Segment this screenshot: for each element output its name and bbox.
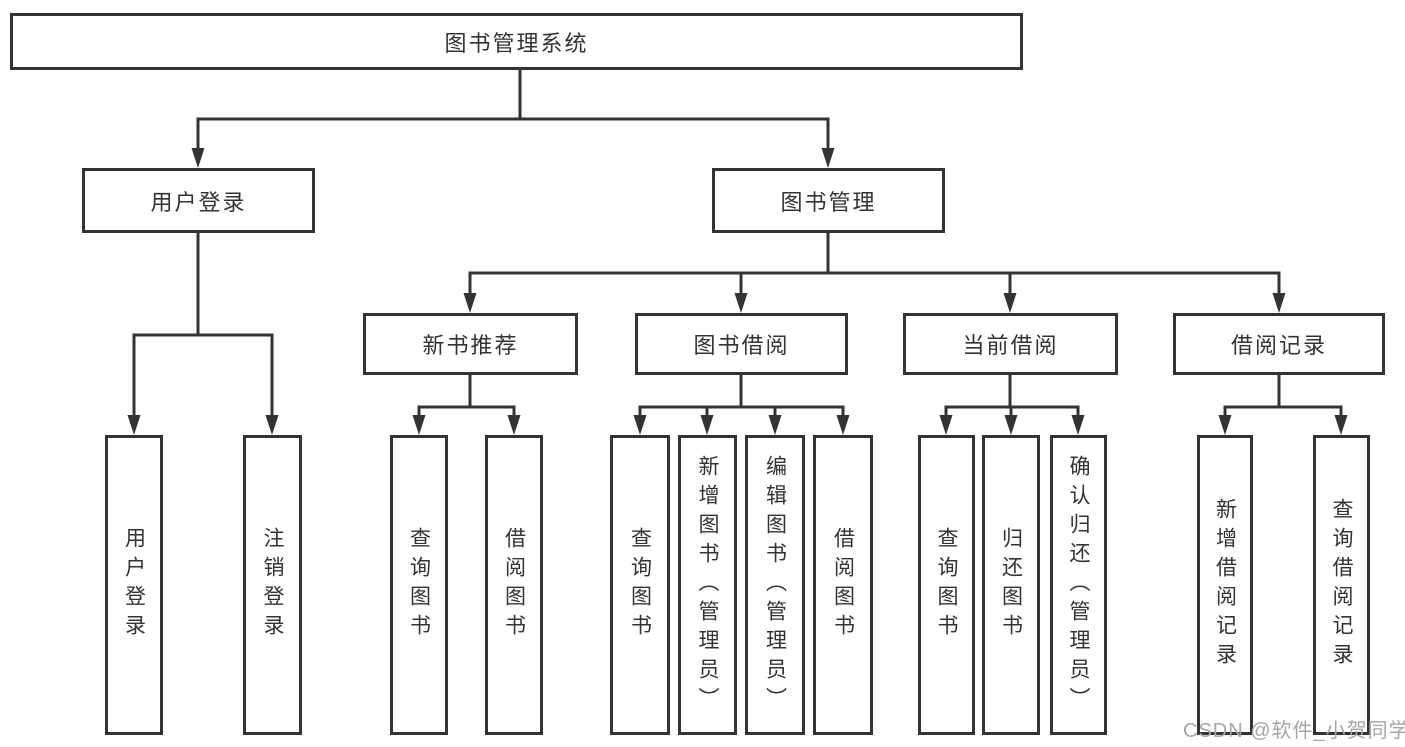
arrow-down-icon: [734, 293, 748, 313]
node-label: 图书管理系统: [444, 30, 589, 56]
node-library-management-system: 图书管理系统: [10, 13, 1023, 70]
node-label: 借阅图书: [502, 527, 526, 643]
leaf-logout: 注销登录: [243, 435, 302, 735]
leaf-return-books: 归还图书: [982, 435, 1040, 735]
node-label: 图书管理: [780, 189, 877, 215]
leaf-add-books-admin: 新增图书（管理员）: [678, 435, 737, 735]
leaf-query-books-borrow: 查询图书: [610, 435, 670, 735]
node-user-login: 用户登录: [82, 168, 315, 233]
node-new-book-recommendation: 新书推荐: [363, 313, 578, 375]
arrow-down-icon: [821, 148, 835, 168]
node-label: 用户登录: [150, 189, 247, 215]
node-label: 借阅图书: [831, 527, 855, 643]
arrow-down-icon: [463, 293, 477, 313]
watermark: CSDN @软件_小贺同学: [1183, 720, 1405, 742]
arrow-down-icon: [1003, 293, 1017, 313]
node-label: 查询图书: [628, 527, 652, 643]
node-label: 新增借阅记录: [1213, 498, 1237, 672]
node-book-borrowing: 图书借阅: [635, 313, 848, 375]
arrow-down-icon: [1218, 415, 1232, 435]
leaf-user-login: 用户登录: [105, 435, 163, 735]
node-label: 当前借阅: [962, 333, 1059, 358]
leaf-confirm-return-admin: 确认归还（管理员）: [1050, 435, 1107, 735]
arrow-down-icon: [1004, 415, 1018, 435]
node-label: 新增图书（管理员）: [696, 454, 719, 716]
arrow-down-icon: [633, 415, 647, 435]
node-label: 编辑图书（管理员）: [763, 454, 787, 716]
arrow-down-icon: [768, 415, 782, 435]
leaf-add-borrow-record: 新增借阅记录: [1197, 435, 1253, 735]
node-label: 借阅记录: [1230, 333, 1327, 358]
arrow-down-icon: [1334, 415, 1348, 435]
leaf-edit-books-admin: 编辑图书（管理员）: [745, 435, 805, 735]
arrow-down-icon: [265, 415, 279, 435]
leaf-borrow-books-recommend: 借阅图书: [485, 435, 543, 735]
arrow-down-icon: [700, 415, 714, 435]
arrow-down-icon: [507, 415, 521, 435]
leaf-borrow-books: 借阅图书: [813, 435, 873, 735]
node-label: 图书借阅: [693, 333, 790, 358]
node-borrowing-records: 借阅记录: [1173, 313, 1385, 375]
node-current-borrowing: 当前借阅: [903, 313, 1118, 375]
arrow-down-icon: [939, 415, 953, 435]
leaf-query-books-recommend: 查询图书: [390, 435, 448, 735]
arrow-down-icon: [836, 415, 850, 435]
leaf-query-borrow-record: 查询借阅记录: [1313, 435, 1370, 735]
node-label: 注销登录: [261, 527, 284, 643]
arrow-down-icon: [412, 415, 426, 435]
node-label: 新书推荐: [422, 333, 519, 358]
node-label: 归还图书: [999, 527, 1023, 643]
arrow-down-icon: [127, 415, 141, 435]
node-label: 查询图书: [407, 527, 431, 643]
node-label: 确认归还（管理员）: [1067, 454, 1090, 716]
node-label: 查询图书: [935, 527, 958, 643]
leaf-query-books-current: 查询图书: [918, 435, 975, 735]
node-book-management: 图书管理: [712, 168, 945, 233]
arrow-down-icon: [1071, 415, 1085, 435]
arrow-down-icon: [191, 148, 205, 168]
node-label: 查询借阅记录: [1330, 498, 1353, 672]
arrow-down-icon: [1272, 293, 1286, 313]
node-label: 用户登录: [122, 527, 146, 643]
